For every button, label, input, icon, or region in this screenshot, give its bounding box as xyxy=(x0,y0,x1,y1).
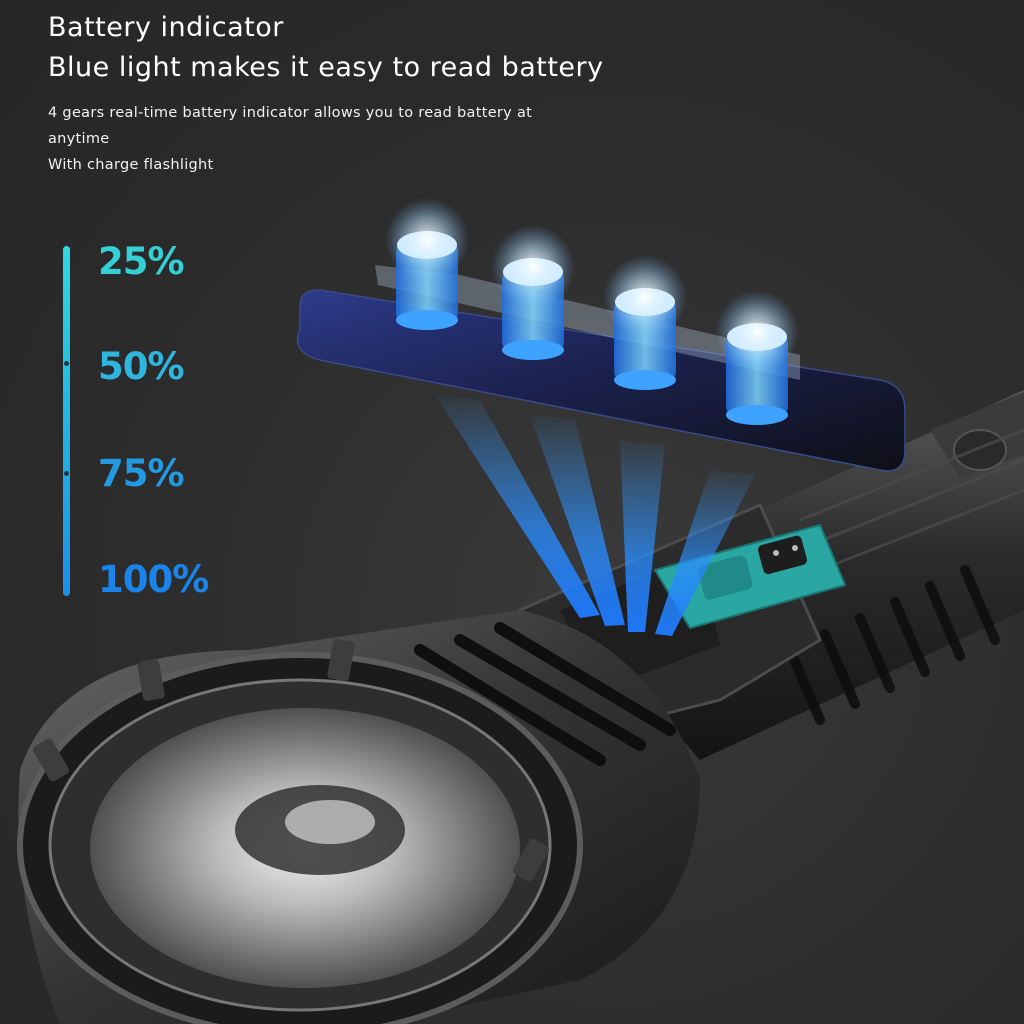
battery-level-25: 25% xyxy=(98,240,185,283)
indicator-beams xyxy=(435,395,755,636)
power-switch-icon xyxy=(653,523,847,630)
battery-level-50: 50% xyxy=(98,345,185,388)
page-subtitle: Blue light makes it easy to read battery xyxy=(48,52,604,83)
led-indicator-icon xyxy=(296,198,906,472)
page-title: Battery indicator xyxy=(48,12,284,43)
battery-level-100: 100% xyxy=(98,558,209,601)
description-line: anytime xyxy=(48,131,110,147)
battery-level-75: 75% xyxy=(98,452,185,495)
flashlight-head xyxy=(17,610,701,1024)
level-divider xyxy=(64,361,69,366)
battery-level-bar xyxy=(63,246,70,596)
feature-description: 4 gears real-time battery indicator allo… xyxy=(48,100,768,178)
level-divider xyxy=(64,471,69,476)
description-line: With charge flashlight xyxy=(48,157,214,173)
description-line: 4 gears real-time battery indicator allo… xyxy=(48,105,533,121)
